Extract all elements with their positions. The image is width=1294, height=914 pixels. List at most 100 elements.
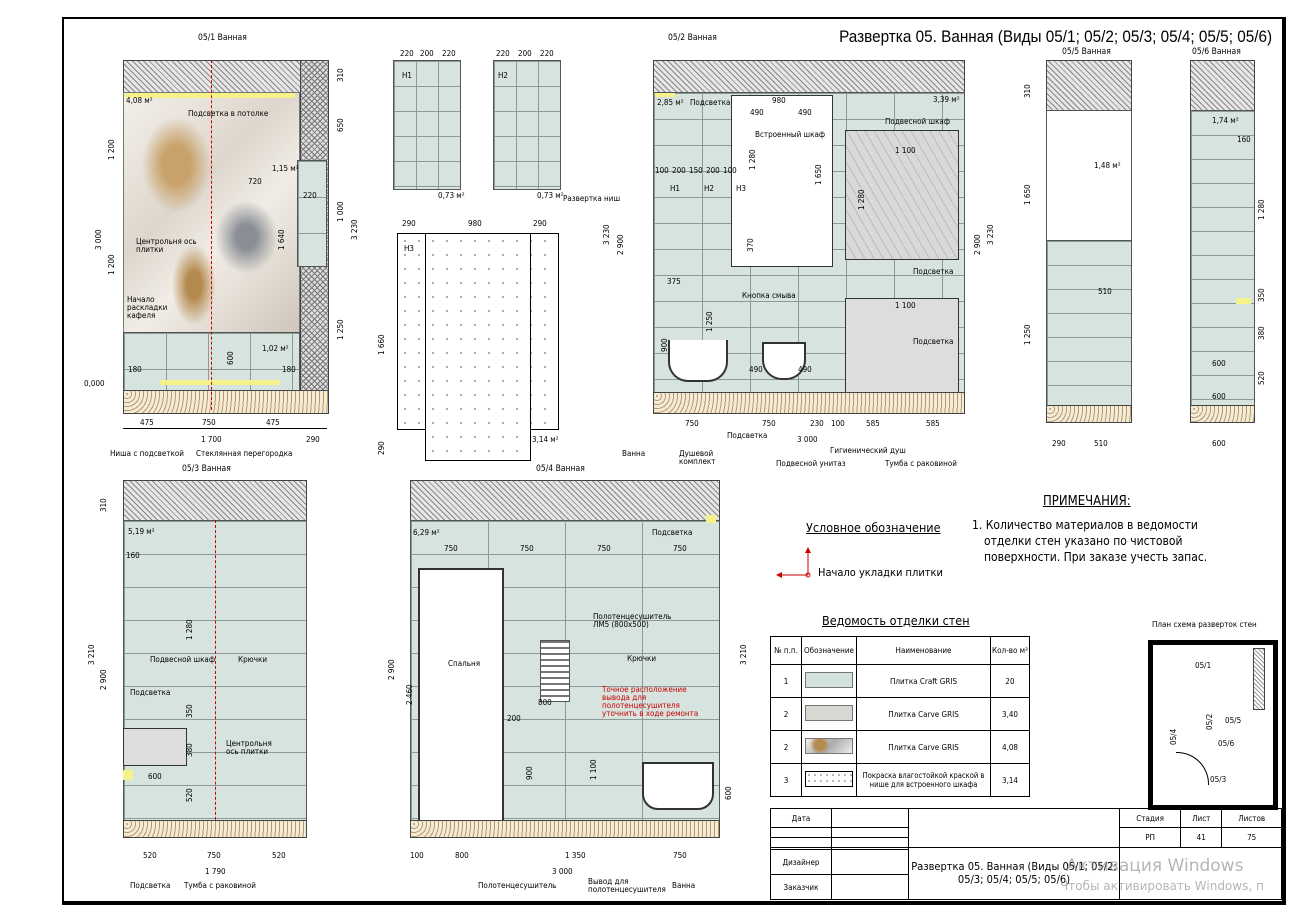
dimension: 600 — [1212, 359, 1226, 368]
dimension: 750 — [685, 419, 699, 428]
dimension: 1 280 — [185, 619, 194, 640]
light — [1236, 298, 1251, 304]
dimension: 750 — [762, 419, 776, 428]
dimension: 1 700 — [201, 435, 222, 444]
dimension: 475 — [266, 418, 280, 427]
tile-axis — [211, 60, 212, 410]
stage-value: РП — [1118, 827, 1182, 848]
bathtub — [668, 340, 728, 382]
tile-area — [1046, 240, 1132, 407]
dimension: 200 — [420, 49, 434, 58]
plan-title: План схема разверток стен — [1152, 620, 1257, 629]
dimension: 350 — [1257, 288, 1266, 302]
wall-cabinet — [845, 130, 959, 260]
ceiling-slab — [1046, 60, 1132, 112]
table-row: 2 Плитка Carve GRIS 3,40 — [770, 697, 1030, 731]
dimension: 160 — [1237, 135, 1251, 144]
cell: 1 — [770, 664, 802, 698]
dimension: 230 — [810, 419, 824, 428]
dimension: 200 — [672, 166, 686, 175]
floor — [1190, 405, 1255, 423]
dimension: 475 — [140, 418, 154, 427]
dimension: 2 900 — [99, 669, 108, 690]
vanity — [123, 728, 187, 766]
bathtub — [642, 762, 714, 810]
callout: Ниша с подсветкой — [110, 449, 184, 458]
plan-mark: 05/5 — [1225, 716, 1242, 725]
built-in-cabinet — [731, 95, 833, 267]
dimension: 900 — [525, 766, 534, 780]
client-label: Заказчик — [770, 874, 832, 900]
dimension: 585 — [926, 419, 940, 428]
table-title: Ведомость отделки стен — [822, 613, 970, 628]
dimension: 290 — [533, 219, 547, 228]
floor — [123, 820, 307, 838]
dimension: 380 — [1257, 326, 1266, 340]
callout: Встроенный шкаф — [755, 130, 826, 139]
header-cell: Кол-во м² — [990, 636, 1030, 665]
dimension: 350 — [185, 704, 194, 718]
dimension: 1 200 — [107, 254, 116, 275]
area-label: 1,02 м² — [262, 344, 289, 353]
dimension: 100 — [723, 166, 737, 175]
dimension: 100 — [831, 419, 845, 428]
dimension: 510 — [1094, 439, 1108, 448]
area-label: 0,73 м² — [537, 191, 564, 200]
dimension: 490 — [749, 365, 763, 374]
dimension: 750 — [673, 851, 687, 860]
notes-title: ПРИМЕЧАНИЯ: — [1043, 494, 1131, 509]
area-label: 2,85 м² — [657, 98, 684, 107]
dimension: 650 — [336, 118, 345, 132]
area-label: 1,48 м² — [1094, 161, 1121, 170]
dimension: 520 — [272, 851, 286, 860]
dimension: 600 — [148, 772, 162, 781]
finish-table: № п.п. Обозначение Наименование Кол-во м… — [770, 636, 1030, 797]
dimension: 1 100 — [895, 146, 916, 155]
cell: Плитка Carve GRIS — [856, 730, 991, 764]
dimension: 220 — [540, 49, 554, 58]
dimension: 490 — [798, 365, 812, 374]
dimension: 1 650 — [1023, 184, 1032, 205]
dimension: 750 — [202, 418, 216, 427]
niche-label: Н3 — [736, 184, 746, 193]
floor — [410, 820, 720, 838]
callout: Крючки — [238, 655, 268, 664]
plan-mark: 05/2 — [1205, 713, 1214, 730]
stamp-date-label: Дата — [770, 807, 832, 829]
area-label: 1,15 м² — [272, 164, 299, 173]
dimension: 1 000 — [336, 201, 345, 222]
callout: Подвесной шкаф — [150, 655, 215, 664]
light — [123, 770, 133, 780]
header-cell: Наименование — [856, 636, 991, 665]
dimension: 310 — [99, 498, 108, 512]
callout: Подвесной шкаф — [885, 117, 950, 126]
dimension: 900 — [660, 338, 669, 352]
dimension: 1 350 — [565, 851, 586, 860]
callout: Подсветка — [130, 881, 171, 890]
table-row: 2 Плитка Carve GRIS 4,08 — [770, 730, 1030, 764]
callout: Подвесной унитаз — [776, 459, 846, 468]
dimension: 3 210 — [739, 644, 748, 665]
area-label: 6,29 м² — [413, 528, 440, 537]
cell: Плитка Carve GRIS — [856, 697, 991, 731]
ceiling-slab — [123, 60, 329, 94]
cell: 2 — [770, 730, 802, 764]
door[interactable] — [418, 568, 504, 824]
sheet-frame — [62, 17, 1286, 905]
swatch — [805, 738, 853, 754]
note-line: отделки стен указано по чистовой — [984, 534, 1183, 548]
dimension: 800 — [538, 698, 552, 707]
ceiling-slab — [653, 60, 965, 94]
dimension: 750 — [597, 544, 611, 553]
panel-label: Н3 — [404, 244, 414, 253]
cell: 3 — [770, 763, 802, 797]
dimension: 750 — [673, 544, 687, 553]
note-line: 1. Количество материалов в ведомости — [972, 518, 1198, 532]
callout: Душевой комплект — [679, 449, 716, 466]
dimension: 3 230 — [350, 219, 359, 240]
callout: Вывод для полотенцесушителя — [588, 877, 666, 894]
cell: Плитка Craft GRIS — [856, 664, 991, 698]
callout: Кнопка смыва — [742, 291, 796, 300]
dimension: 1 650 — [814, 164, 823, 185]
